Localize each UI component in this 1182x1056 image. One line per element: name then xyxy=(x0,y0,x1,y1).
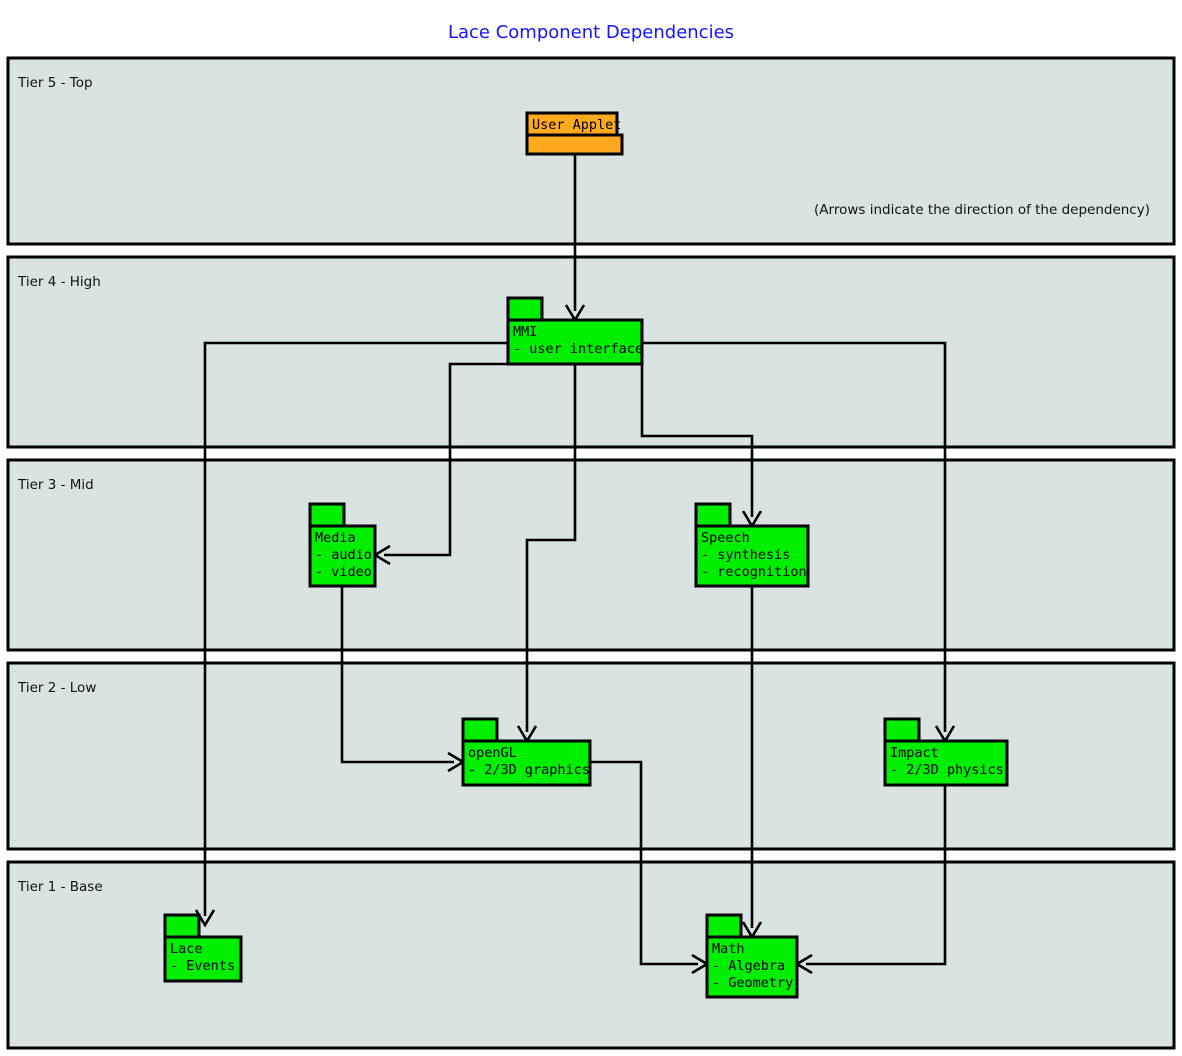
tier-label-tier4: Tier 4 - High xyxy=(17,274,101,290)
diagram-labels: Lace Component Dependencies (Arrows indi… xyxy=(448,22,1150,218)
tier-boundary xyxy=(6,458,1176,652)
package-detail-line: - Geometry xyxy=(712,975,793,991)
package-detail-line: - video xyxy=(315,564,372,580)
package-math[interactable]: Math- Algebra- Geometry xyxy=(705,913,799,999)
package-label: MMI xyxy=(513,324,537,340)
package-label: Impact xyxy=(890,745,939,761)
package-impact[interactable]: Impact- 2/3D physics xyxy=(883,717,1009,787)
package-body xyxy=(308,524,377,588)
tier-label-tier5: Tier 5 - Top xyxy=(17,75,93,91)
package-media[interactable]: Media- audio- video xyxy=(308,502,377,588)
package-tab xyxy=(694,502,732,528)
package-tab xyxy=(506,296,544,322)
package-label: User Applet xyxy=(532,117,621,133)
package-body xyxy=(525,133,624,156)
package-body xyxy=(506,318,644,366)
package-body xyxy=(694,524,810,588)
tier-lane-tier3: Tier 3 - Mid xyxy=(6,458,1176,652)
package-tab xyxy=(461,717,499,743)
package-tab xyxy=(883,717,921,743)
package-body xyxy=(705,935,799,999)
package-detail-line: - recognition xyxy=(701,564,807,580)
tier-label-tier1: Tier 1 - Base xyxy=(17,879,103,895)
package-tab xyxy=(705,913,743,939)
legend-note: (Arrows indicate the direction of the de… xyxy=(814,202,1150,218)
package-detail-line: - user interface xyxy=(513,341,643,357)
package-body xyxy=(883,739,1009,787)
package-body xyxy=(163,935,243,983)
package-body xyxy=(461,739,592,787)
package-detail-line: - Algebra xyxy=(712,958,785,974)
package-detail-line: - 2/3D physics xyxy=(890,762,1004,778)
page-title: Lace Component Dependencies xyxy=(448,22,734,43)
connector-line xyxy=(590,760,698,966)
connector-line xyxy=(525,364,577,732)
tier-lane-tier4: Tier 4 - High xyxy=(6,255,1176,449)
connector-line xyxy=(340,586,454,764)
connector-line xyxy=(642,341,947,732)
package-label: openGL xyxy=(468,745,517,761)
connector-line xyxy=(806,785,947,966)
package-lace[interactable]: Lace- Events xyxy=(163,913,243,983)
package-speech[interactable]: Speech- synthesis- recognition xyxy=(694,502,810,588)
connector-line xyxy=(640,364,754,517)
tier-label-tier2: Tier 2 - Low xyxy=(17,680,96,696)
package-label: Math xyxy=(712,941,745,957)
connector-line xyxy=(384,362,508,557)
package-user-applet[interactable]: User Applet xyxy=(525,111,624,156)
tier-label-tier3: Tier 3 - Mid xyxy=(17,477,94,493)
dependency-connectors xyxy=(194,154,956,975)
package-detail-line: - synthesis xyxy=(701,547,790,563)
package-opengl[interactable]: openGL- 2/3D graphics xyxy=(461,717,592,787)
package-label: Speech xyxy=(701,530,750,546)
package-mmi[interactable]: MMI- user interface xyxy=(506,296,644,366)
tier-boundary xyxy=(6,255,1176,449)
connector-line xyxy=(203,341,508,916)
package-label: Media xyxy=(315,530,356,546)
package-detail-line: - audio xyxy=(315,547,372,563)
package-tab xyxy=(308,502,346,528)
package-detail-line: - 2/3D graphics xyxy=(468,762,590,778)
package-tab xyxy=(163,913,201,939)
package-label: Lace xyxy=(170,941,203,957)
package-detail-line: - Events xyxy=(170,958,235,974)
